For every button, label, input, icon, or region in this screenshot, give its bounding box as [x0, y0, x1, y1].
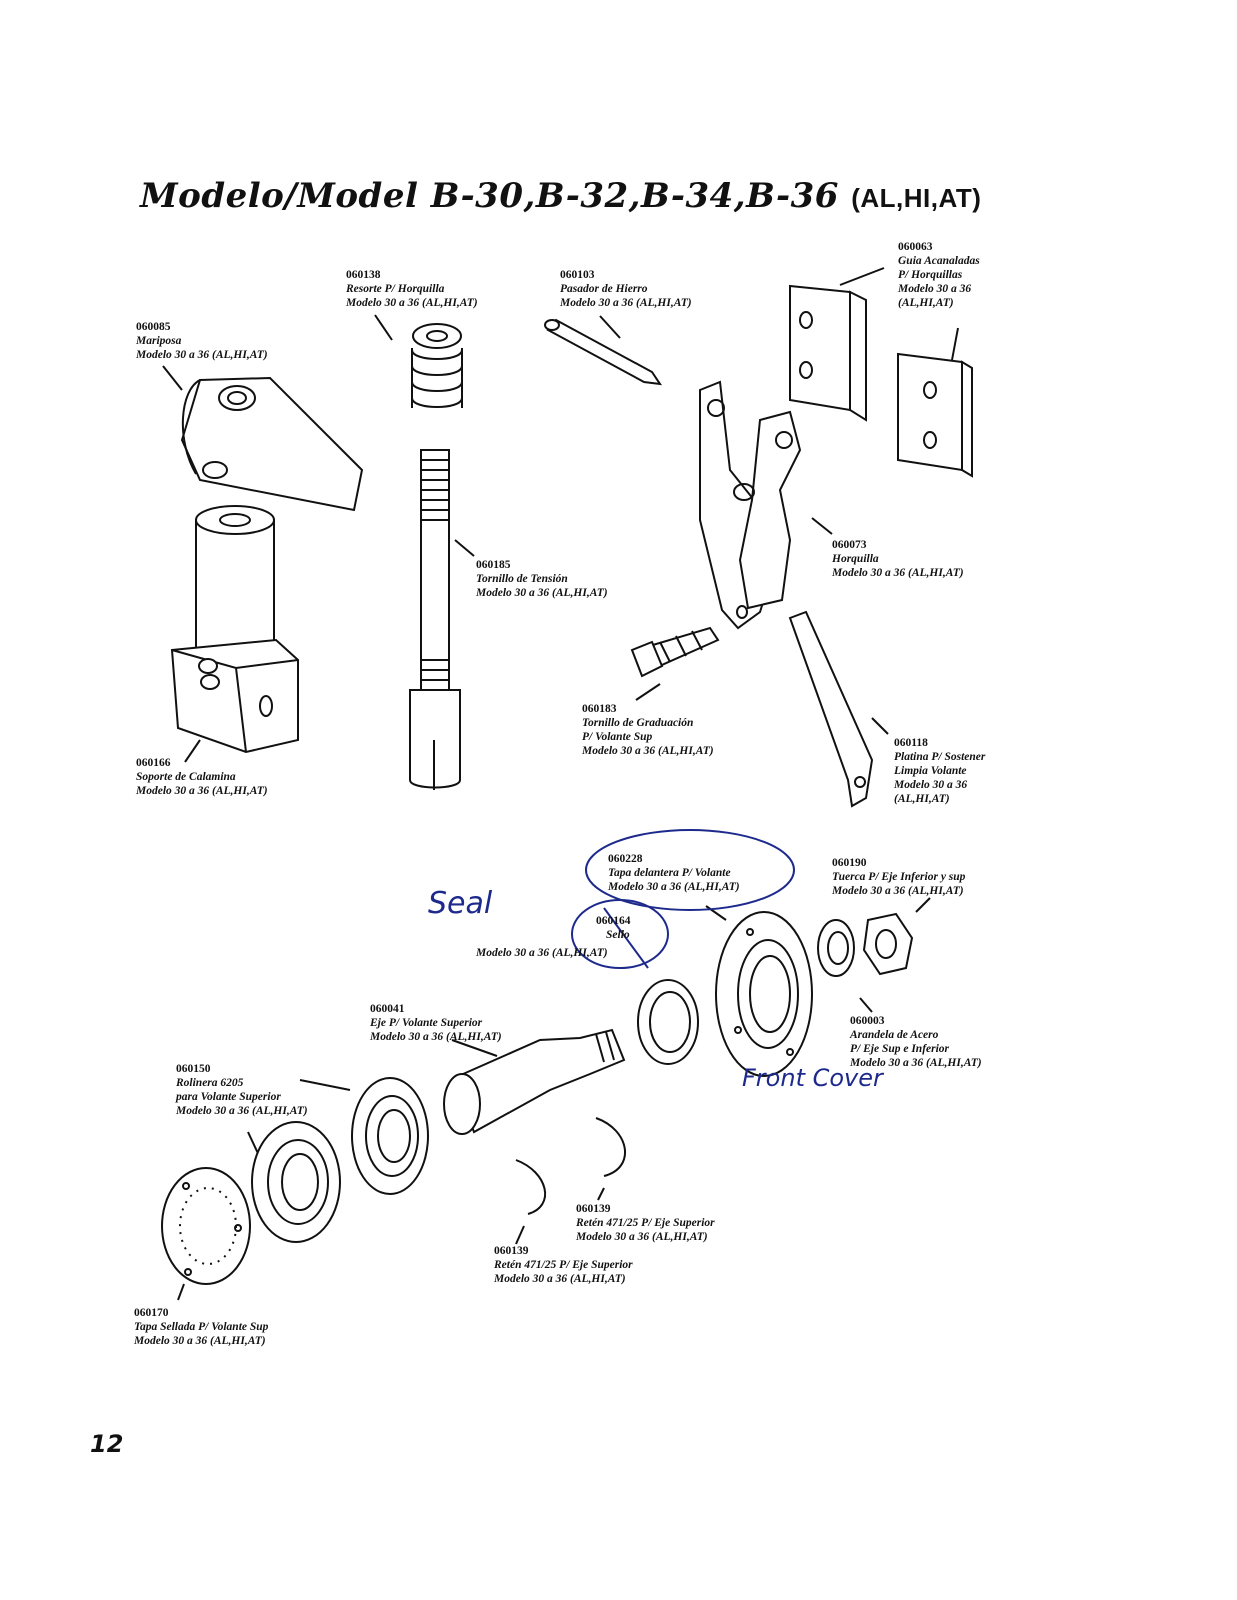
pen-annotations	[571, 829, 795, 969]
handwritten-front-cover-note: Front Cover	[742, 1064, 883, 1092]
part-label-060085: 060085 Mariposa Modelo 30 a 36 (AL,HI,AT…	[136, 321, 268, 361]
part-label-060183: 060183 Tornillo de Graduación P/ Volante…	[582, 703, 714, 757]
part-label-060228: 060228 Tapa delantera P/ Volante Modelo …	[608, 853, 740, 893]
guia-acanalada-part	[789, 284, 973, 478]
part-label-060063: 060063 Guia Acanaladas P/ Horquillas Mod…	[898, 241, 980, 309]
leader-lines	[162, 267, 959, 1301]
tornillo-graduacion-part	[630, 626, 720, 678]
eje-part	[443, 1028, 626, 1135]
part-label-060164-head: 060164 Sello	[596, 915, 631, 941]
part-label-060170: 060170 Tapa Sellada P/ Volante Sup Model…	[134, 1307, 269, 1347]
tapa-sellada-part	[161, 1167, 251, 1285]
tuerca-arandela-part	[817, 912, 914, 977]
title-main: Modelo/Model B-30,B-32,B-34,B-36	[140, 176, 839, 216]
part-label-060118: 060118 Platina P/ Sostener Limpia Volant…	[894, 737, 986, 805]
part-label-060073: 060073 Horquilla Modelo 30 a 36 (AL,HI,A…	[832, 539, 964, 579]
tornillo-tension-part	[409, 449, 461, 790]
platina-part	[788, 610, 874, 808]
title-suffix: (AL,HI,AT)	[851, 183, 982, 213]
part-label-060150: 060150 Rolinera 6205 para Volante Superi…	[176, 1063, 308, 1117]
resorte-part	[411, 323, 463, 408]
pasador-part	[544, 318, 663, 386]
part-label-060164-model: Modelo 30 a 36 (AL,HI,AT)	[476, 947, 608, 959]
part-label-060103: 060103 Pasador de Hierro Modelo 30 a 36 …	[560, 269, 692, 309]
part-label-060185: 060185 Tornillo de Tensión Modelo 30 a 3…	[476, 559, 608, 599]
part-label-060166: 060166 Soporte de Calamina Modelo 30 a 3…	[136, 757, 268, 797]
mariposa-part	[180, 376, 364, 512]
page-title: Modelo/Model B-30,B-32,B-34,B-36 (AL,HI,…	[140, 176, 981, 216]
handwritten-seal-note: Seal	[428, 886, 493, 921]
part-label-060003: 060003 Arandela de Acero P/ Eje Sup e In…	[850, 1015, 982, 1069]
part-label-060139-upper: 060139 Retén 471/25 P/ Eje Superior Mode…	[576, 1203, 715, 1243]
reten-part	[515, 1117, 627, 1215]
part-label-060138: 060138 Resorte P/ Horquilla Modelo 30 a …	[346, 269, 478, 309]
part-label-060041: 060041 Eje P/ Volante Superior Modelo 30…	[370, 1003, 502, 1043]
part-label-060190: 060190 Tuerca P/ Eje Inferior y sup Mode…	[832, 857, 966, 897]
rolinera-part	[251, 1077, 429, 1243]
sello-part	[637, 979, 699, 1065]
tapa-delantera-part	[715, 911, 813, 1077]
page-number: 12	[90, 1430, 124, 1458]
part-label-060139-lower: 060139 Retén 471/25 P/ Eje Superior Mode…	[494, 1245, 633, 1285]
horquilla-part	[699, 380, 802, 630]
soporte-calamina-part	[170, 505, 299, 754]
